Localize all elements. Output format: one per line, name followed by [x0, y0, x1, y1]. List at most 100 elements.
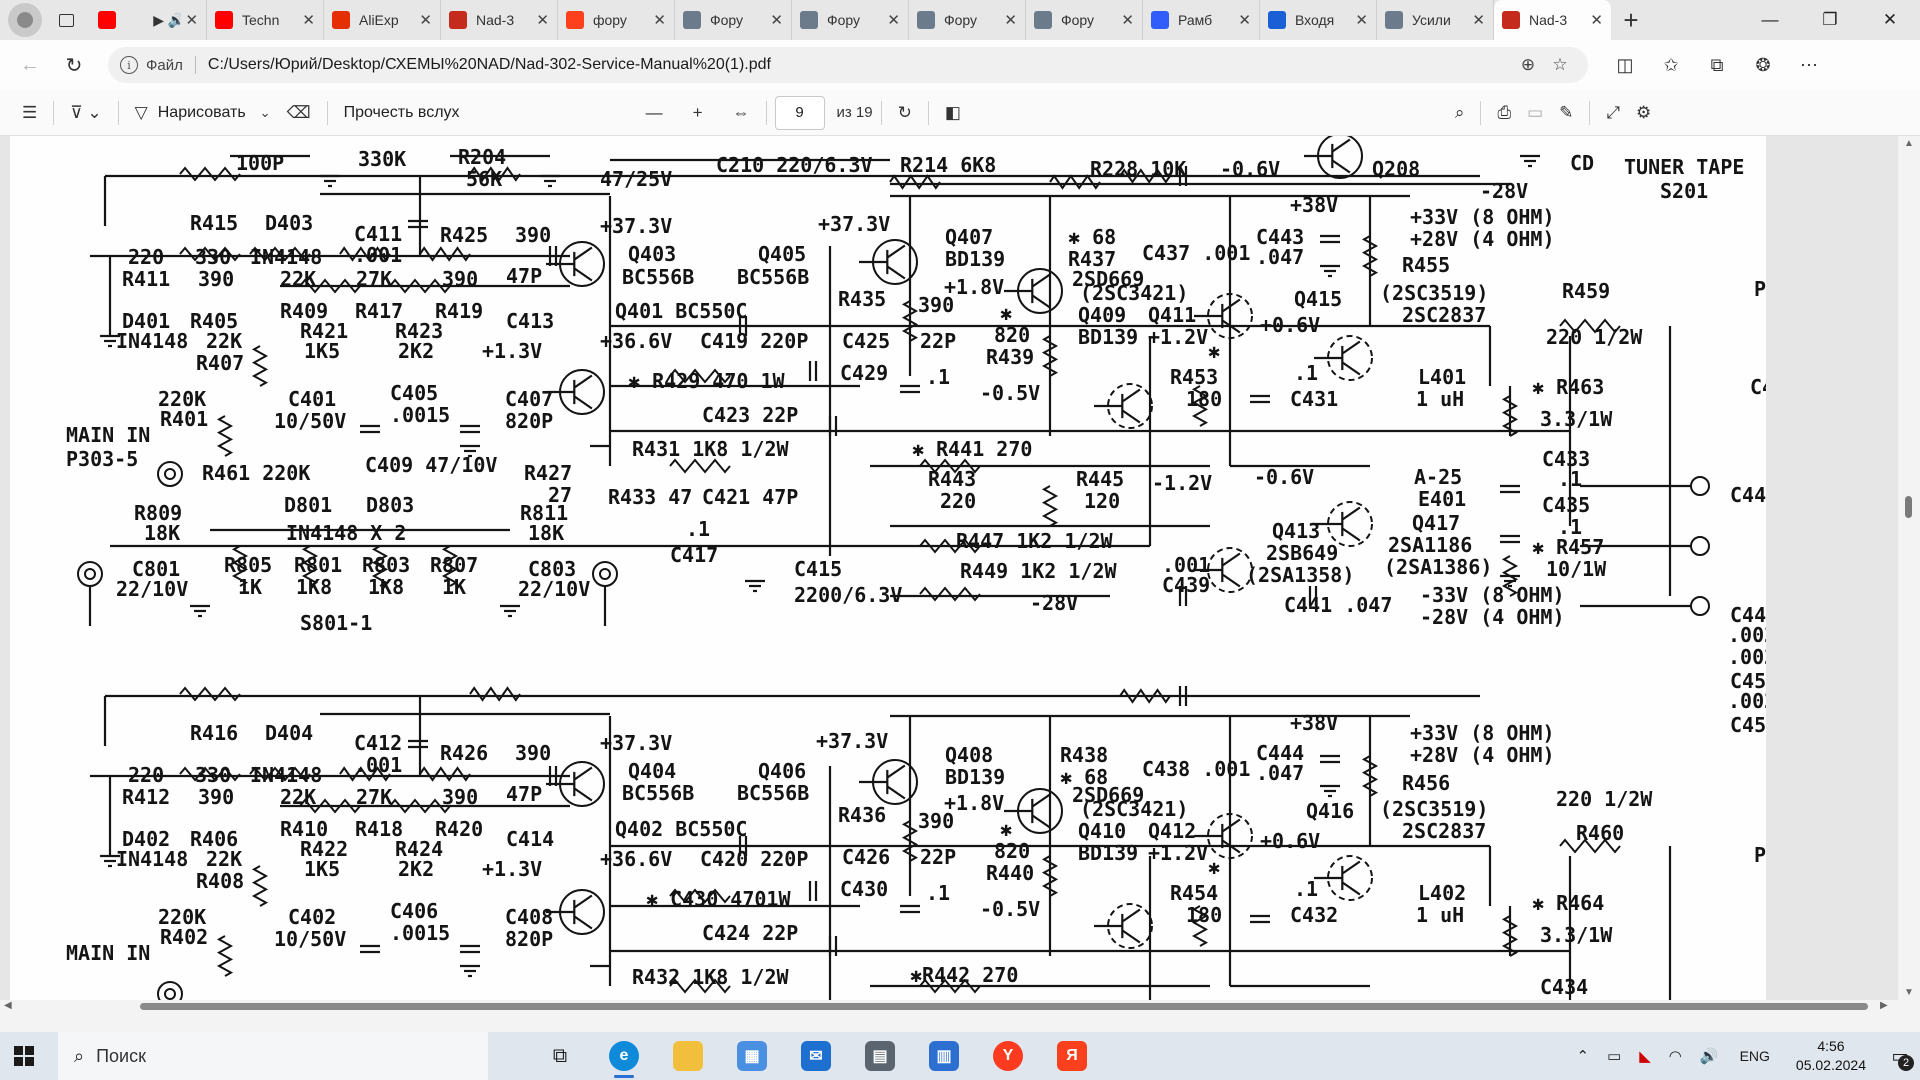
- favorite-star-icon[interactable]: ☆: [1552, 55, 1568, 74]
- schematic-label: +1.2V: [1148, 325, 1208, 349]
- chevron-up-icon[interactable]: ⌃: [1576, 1048, 1590, 1065]
- profile-avatar[interactable]: [8, 3, 42, 37]
- browser-tab[interactable]: Усили✕: [1377, 0, 1494, 40]
- tab-close-icon[interactable]: ✕: [1590, 12, 1603, 29]
- browser-tab[interactable]: фору✕: [558, 0, 675, 40]
- collections-icon[interactable]: ⧉: [1710, 54, 1724, 75]
- settings-gear-icon[interactable]: ⚙: [1635, 102, 1652, 122]
- transistor-symbol: [559, 761, 605, 807]
- tab-title: Рамб: [1178, 12, 1213, 28]
- browser-tab[interactable]: Рамб ✕: [1143, 0, 1260, 40]
- tab-close-icon[interactable]: ✕: [770, 12, 783, 29]
- tab-close-icon[interactable]: ✕: [1121, 12, 1134, 29]
- schematic-label: 2SB649: [1266, 541, 1338, 565]
- read-aloud-button[interactable]: Прочесть вслух: [343, 103, 460, 121]
- fit-width-icon[interactable]: ⇔: [732, 102, 750, 122]
- split-screen-icon[interactable]: ◫: [1616, 54, 1634, 75]
- save-as-icon[interactable]: ✎: [1559, 102, 1574, 122]
- schematic-label: C210 220/6.3V: [716, 153, 873, 177]
- start-button[interactable]: [0, 1032, 48, 1080]
- tab-close-icon[interactable]: ✕: [1355, 12, 1368, 29]
- zoom-out-icon[interactable]: —: [645, 102, 663, 122]
- task-view-button[interactable]: ⧉: [528, 1032, 592, 1080]
- workspaces-button[interactable]: [48, 4, 84, 36]
- highlight-icon[interactable]: ⊽ ⌄: [70, 102, 102, 122]
- schematic-label: 100P: [236, 151, 284, 175]
- tab-close-icon[interactable]: ✕: [653, 12, 666, 29]
- info-icon[interactable]: i: [120, 56, 138, 74]
- browser-tab[interactable]: Techn✕: [207, 0, 324, 40]
- explorer-taskbar-button[interactable]: [656, 1032, 720, 1080]
- battery-icon[interactable]: ▭: [1607, 1048, 1622, 1065]
- schematic-label: ✱: [1000, 817, 1012, 841]
- new-tab-button[interactable]: +: [1623, 4, 1639, 35]
- scroll-right-icon[interactable]: ▶: [1880, 1000, 1888, 1011]
- notification-button[interactable]: ▭ 2: [1880, 1032, 1920, 1080]
- contents-icon[interactable]: ☰: [22, 102, 38, 122]
- scroll-down-icon[interactable]: ▼: [1904, 987, 1914, 998]
- taskbar-search[interactable]: ⌕ Поиск: [58, 1032, 488, 1080]
- print-icon[interactable]: ⎙: [1497, 102, 1512, 122]
- tab-close-icon[interactable]: ✕: [1004, 12, 1017, 29]
- more-icon[interactable]: ⋯: [1800, 54, 1818, 75]
- tab-close-icon[interactable]: ✕: [302, 12, 315, 29]
- edge-taskbar-button[interactable]: e: [592, 1032, 656, 1080]
- browser-tab[interactable]: Фору✕: [792, 0, 909, 40]
- tab-close-icon[interactable]: ✕: [536, 12, 549, 29]
- wifi-icon[interactable]: ◠: [1668, 1048, 1682, 1065]
- search-icon[interactable]: ⌕: [1454, 102, 1465, 122]
- browser-tab[interactable]: Фору✕: [1026, 0, 1143, 40]
- store-taskbar-button[interactable]: ▦: [720, 1032, 784, 1080]
- maximize-button[interactable]: ❐: [1822, 10, 1838, 29]
- back-button[interactable]: ←: [20, 53, 40, 76]
- mail-taskbar-button[interactable]: ✉: [784, 1032, 848, 1080]
- zoom-icon[interactable]: ⊕: [1520, 55, 1536, 74]
- browser-tab[interactable]: Входя✕: [1260, 0, 1377, 40]
- scroll-left-icon[interactable]: ◀: [4, 1000, 12, 1011]
- url-text[interactable]: C:/Users/Юрий/Desktop/СХЕМЫ%20NAD/Nad-30…: [207, 56, 771, 73]
- tab-close-icon[interactable]: ✕: [887, 12, 900, 29]
- zoom-in-icon[interactable]: +: [692, 102, 703, 122]
- browser-tab[interactable]: AliExp✕: [324, 0, 441, 40]
- address-bar[interactable]: i Файл C:/Users/Юрий/Desktop/СХЕМЫ%20NAD…: [108, 47, 1588, 83]
- resistor-symbol: [231, 545, 249, 587]
- tab-close-icon[interactable]: ✕: [1238, 12, 1251, 29]
- fullscreen-icon[interactable]: ⤢: [1606, 102, 1620, 122]
- amd-icon[interactable]: ◣: [1639, 1048, 1651, 1065]
- browser-tab[interactable]: ▶ 🔊 ℓ✕: [90, 0, 207, 40]
- calendar-taskbar-button[interactable]: ▥: [912, 1032, 976, 1080]
- tab-close-icon[interactable]: ✕: [1472, 12, 1485, 29]
- volume-icon[interactable]: 🔊: [1699, 1048, 1719, 1065]
- scroll-up-icon[interactable]: ▲: [1904, 138, 1914, 149]
- rotate-icon[interactable]: ↻: [897, 102, 912, 122]
- refresh-button[interactable]: ↻: [65, 54, 83, 77]
- media-controls-icon[interactable]: ▶ 🔊 ℓ: [153, 11, 182, 28]
- calculator-taskbar-button[interactable]: ▤: [848, 1032, 912, 1080]
- browser-tab[interactable]: Фору✕: [675, 0, 792, 40]
- schematic-label: S201: [1660, 179, 1708, 203]
- yandex-taskbar-button[interactable]: Я: [1040, 1032, 1104, 1080]
- schematic-label: D401: [122, 309, 170, 333]
- page-view-icon[interactable]: ◧: [944, 102, 961, 122]
- clock[interactable]: 4:56 05.02.2024: [1796, 1037, 1866, 1075]
- browser-tab[interactable]: Nad-3✕: [1494, 0, 1611, 40]
- vertical-scrollbar[interactable]: ▲ ▼: [1898, 136, 1920, 1000]
- vertical-scroll-thumb[interactable]: [1905, 496, 1912, 518]
- tab-close-icon[interactable]: ✕: [419, 12, 432, 29]
- close-window-button[interactable]: ✕: [1882, 10, 1898, 29]
- input-language[interactable]: ENG: [1739, 1048, 1770, 1064]
- browser-tab[interactable]: Nad-3✕: [441, 0, 558, 40]
- save-icon[interactable]: ▭: [1527, 102, 1544, 122]
- minimize-button[interactable]: —: [1761, 10, 1779, 29]
- favorites-icon[interactable]: ✩: [1663, 54, 1679, 75]
- yandex-browser-taskbar-button[interactable]: Y: [976, 1032, 1040, 1080]
- tab-close-icon[interactable]: ✕: [185, 12, 199, 29]
- eraser-icon[interactable]: ⌫: [286, 102, 311, 122]
- horizontal-scrollbar[interactable]: ◀ ▶: [0, 1000, 1920, 1012]
- extensions-icon[interactable]: ❂: [1755, 54, 1771, 75]
- page-number-input[interactable]: 9: [774, 95, 825, 130]
- resistor-symbol: [299, 798, 361, 814]
- browser-tab[interactable]: Фору✕: [909, 0, 1026, 40]
- horizontal-scroll-thumb[interactable]: [140, 1003, 1868, 1010]
- draw-button[interactable]: ▽ Нарисовать ⌄: [127, 96, 279, 130]
